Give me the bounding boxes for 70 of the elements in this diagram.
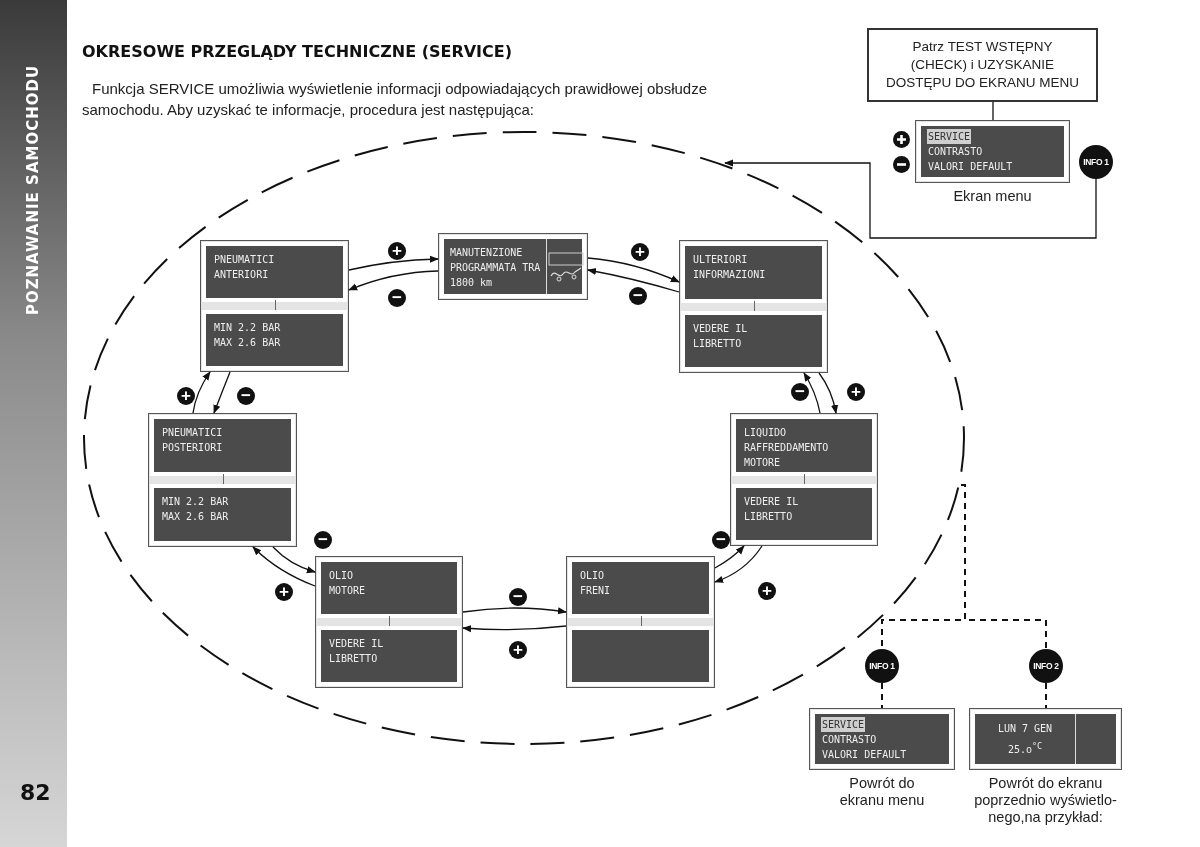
display-text: PNEUMATICI ANTERIORI (214, 253, 275, 282)
caption-text: Powrót do ekranu menu (838, 775, 926, 809)
menu-item: SERVICE (927, 129, 972, 144)
arrow (272, 546, 316, 574)
arrow (587, 257, 680, 283)
arrow (213, 371, 231, 414)
edge-label: − (629, 287, 647, 305)
connector-line (881, 682, 883, 709)
edge-label: − (791, 383, 809, 401)
intro-paragraph: Funkcja SERVICE umożliwia wyświetlenie informacji odpowiadających prawidłowej obsłudze samochodu. Aby uzyskać te informacje, procedura jest następująca: (82, 79, 708, 120)
edge-label: − (237, 387, 255, 405)
arrow (818, 372, 838, 414)
menu-item: CONTRASTO (821, 732, 878, 747)
display-text: MANUTENZIONE PROGRAMMATA TRA 1800 km (450, 246, 541, 290)
edge-label: − (509, 588, 527, 606)
arrow (724, 159, 1097, 239)
edge-label: + (275, 583, 293, 601)
info-button: INFO 2 (1029, 649, 1063, 683)
arrow (348, 255, 439, 271)
edge-label: − (314, 531, 332, 549)
edge-label: + (758, 582, 776, 600)
display-text: ULTERIORI INFORMAZIONI (693, 253, 766, 282)
page-number: 82 (20, 780, 51, 805)
arrow (803, 372, 821, 414)
arrow (252, 546, 316, 587)
page-title: OKRESOWE PRZEGLĄDY TECHNICZNE (SERVICE) (82, 42, 513, 61)
info-button: INFO 1 (865, 649, 899, 683)
menu-item: VALORI DEFAULT (821, 747, 908, 762)
connector-line (1045, 682, 1047, 709)
edge-label: + (847, 383, 865, 401)
menu-item: SERVICE (821, 716, 866, 732)
display-unit (679, 240, 828, 373)
edge-label: − (388, 289, 406, 307)
arrow (587, 267, 680, 293)
section-title: POZNAWANIE SAMOCHODU (24, 63, 42, 318)
caption-text: Ekran menu (952, 188, 1033, 205)
display-text: LUN 7 GEN (996, 722, 1054, 737)
edge-label: + (631, 243, 649, 261)
display-text: VEDERE IL LIBRETTO (329, 637, 385, 666)
display-text: OLIO MOTORE (329, 569, 367, 598)
display-unit (566, 556, 715, 688)
edge-label: − (712, 531, 730, 549)
caption-text: Powrót do ekranu poprzednio wyświetlo-nego,na przykład: (973, 775, 1118, 826)
connector-line (992, 101, 994, 121)
edge-label: + (177, 387, 195, 405)
arrow (714, 545, 745, 569)
edge-label: + (388, 242, 406, 260)
display-text: PNEUMATICI POSTERIORI (162, 426, 224, 455)
connector-line (960, 484, 1047, 650)
display-unit (200, 240, 349, 372)
info-button: INFO 1 (1079, 145, 1113, 179)
display-text: VEDERE IL LIBRETTO (744, 494, 800, 524)
arrow (348, 270, 439, 291)
arrow (192, 371, 211, 414)
menu-item: VALORI DEFAULT (927, 160, 1014, 174)
display-text: OLIO FRENI (580, 569, 612, 598)
menu-item: CONTRASTO (927, 145, 984, 159)
display-text: MIN 2.2 BAR MAX 2.6 BAR (214, 321, 281, 350)
edge-label: + (509, 641, 527, 659)
display-unit (730, 413, 878, 546)
display-unit (148, 413, 297, 547)
arrow (462, 607, 567, 615)
display-text: LIQUIDO RAFFREDDAMENTO MOTORE (744, 426, 829, 470)
display-text: VEDERE IL LIBRETTO (693, 321, 749, 351)
arrow (462, 624, 567, 633)
instruction-box: Patrz TEST WSTĘPNY (CHECK) i UZYSKANIE DOSTĘPU DO EKRANU MENU (867, 28, 1098, 102)
display-text: 25.o$^{°C}$ (1006, 739, 1044, 757)
display-text: MIN 2.2 BAR MAX 2.6 BAR (162, 495, 229, 524)
arrow (714, 545, 763, 583)
display-unit (315, 556, 463, 688)
